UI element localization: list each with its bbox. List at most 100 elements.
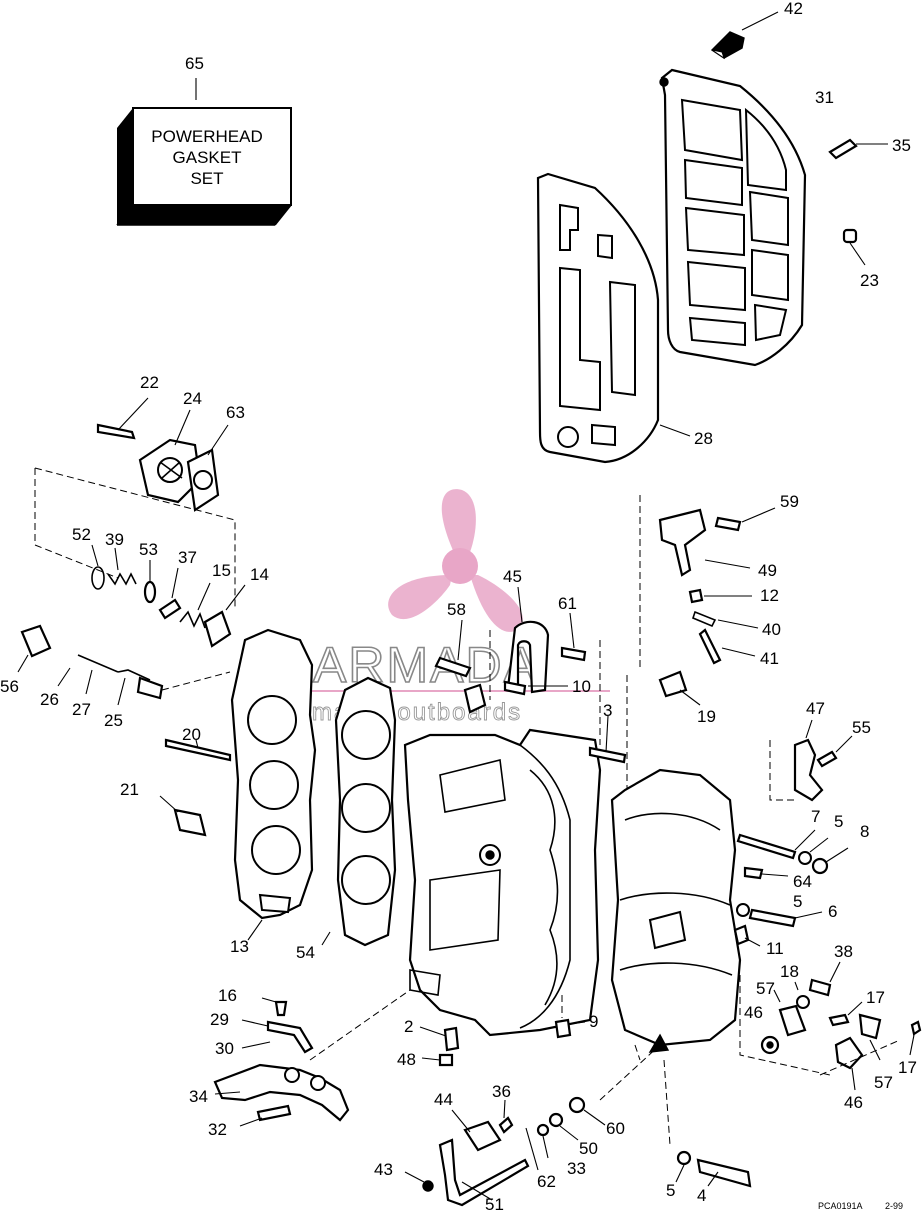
callout-46b: 46: [844, 1093, 863, 1112]
callout-40: 40: [762, 620, 781, 639]
callout-63: 63: [226, 403, 245, 422]
callout-59: 59: [780, 492, 799, 511]
propeller-logo-icon: [388, 489, 523, 632]
callout-41: 41: [760, 649, 779, 668]
callout-51: 51: [485, 1195, 504, 1212]
callout-16: 16: [218, 986, 237, 1005]
drawing-code: PCA0191A: [818, 1201, 863, 1211]
crankcase-cover: [610, 675, 742, 1061]
callout-5b: 5: [793, 892, 802, 911]
bolt-4: [663, 1059, 752, 1188]
callout-21: 21: [120, 780, 139, 799]
callout-42: 42: [784, 0, 803, 18]
callout-31: 31: [815, 88, 834, 107]
callout-22: 22: [140, 373, 159, 392]
bottom-fasteners: [525, 1044, 661, 1171]
callout-57b: 57: [874, 1073, 893, 1092]
callout-56: 56: [0, 677, 19, 696]
callout-9: 9: [589, 1012, 598, 1031]
drawing-date: 2-99: [885, 1201, 903, 1211]
thermostat-group: [17, 397, 246, 706]
callout-12: 12: [760, 586, 779, 605]
gasket-set-box: POWERHEAD GASKET SET: [116, 78, 292, 226]
crankcase-block: [403, 683, 602, 1037]
arm-47: [769, 719, 853, 802]
callout-49: 49: [758, 561, 777, 580]
callout-45: 45: [503, 567, 522, 586]
cylinder-head-13: [230, 628, 317, 941]
callout-13: 13: [230, 937, 249, 956]
callout-2: 2: [404, 1017, 413, 1036]
callout-8: 8: [860, 822, 869, 841]
plug-42: [710, 11, 779, 60]
callout-34: 34: [189, 1087, 208, 1106]
callout-62: 62: [537, 1172, 556, 1191]
throttle-linkage: [213, 989, 411, 1127]
callout-17a: 17: [866, 988, 885, 1007]
sensor-21: [159, 795, 207, 837]
callout-7: 7: [811, 807, 820, 826]
callout-64: 64: [793, 872, 812, 891]
callout-24: 24: [183, 389, 202, 408]
callout-18: 18: [780, 962, 799, 981]
callout-47: 47: [806, 699, 825, 718]
crankcase-bolts: [733, 829, 849, 947]
bracket-44: [404, 1099, 530, 1207]
callout-10: 10: [572, 677, 591, 696]
linkage-parts: [639, 495, 776, 706]
callout-14: 14: [250, 565, 269, 584]
callout-5a: 5: [834, 812, 843, 831]
right-cluster: [739, 961, 922, 1091]
callout-43: 43: [374, 1160, 393, 1179]
kit-label-line2: GASKET: [173, 148, 242, 167]
callout-48: 48: [397, 1050, 416, 1069]
callout-53: 53: [139, 540, 158, 559]
screw-35: [828, 138, 888, 160]
bottom-small-parts: [419, 995, 586, 1067]
callout-17b: 17: [898, 1058, 917, 1077]
callout-27: 27: [72, 700, 91, 719]
kit-label-line1: POWERHEAD: [151, 127, 262, 146]
bolt-20: [164, 738, 232, 762]
callout-32: 32: [208, 1120, 227, 1139]
callout-44: 44: [434, 1090, 453, 1109]
callout-25: 25: [104, 711, 123, 730]
kit-label-line3: SET: [190, 169, 223, 188]
callout-11: 11: [766, 939, 784, 958]
callout-3: 3: [603, 701, 612, 720]
watermark-brand: ARMADA: [313, 637, 539, 693]
callout-19: 19: [697, 707, 716, 726]
bypass-cover-31: [659, 68, 807, 367]
callout-5c: 5: [666, 1181, 675, 1200]
callout-35: 35: [892, 136, 911, 155]
callout-58: 58: [447, 600, 466, 619]
head-gasket-54: [321, 676, 397, 947]
callout-38: 38: [834, 942, 853, 961]
callout-61: 61: [558, 594, 577, 613]
callout-15: 15: [212, 561, 231, 580]
callout-29: 29: [210, 1010, 229, 1029]
callout-28: 28: [694, 429, 713, 448]
callout-60: 60: [606, 1119, 625, 1138]
callout-55: 55: [852, 718, 871, 737]
pin-23: [842, 228, 858, 244]
callout-36: 36: [492, 1082, 511, 1101]
callout-65: 65: [185, 54, 204, 73]
callout-39: 39: [105, 530, 124, 549]
callout-33: 33: [567, 1159, 586, 1178]
callout-4: 4: [697, 1186, 706, 1205]
callout-30: 30: [215, 1039, 234, 1058]
callout-20: 20: [182, 725, 201, 744]
crankcase-small-parts: [434, 586, 627, 764]
bypass-gasket-28: [536, 172, 691, 464]
callout-54: 54: [296, 943, 315, 962]
callout-46a: 46: [744, 1003, 763, 1022]
callout-23: 23: [860, 271, 879, 290]
callout-50: 50: [579, 1139, 598, 1158]
callout-52: 52: [72, 525, 91, 544]
callout-26: 26: [40, 690, 59, 709]
callout-57a: 57: [756, 979, 775, 998]
callout-37: 37: [178, 548, 197, 567]
